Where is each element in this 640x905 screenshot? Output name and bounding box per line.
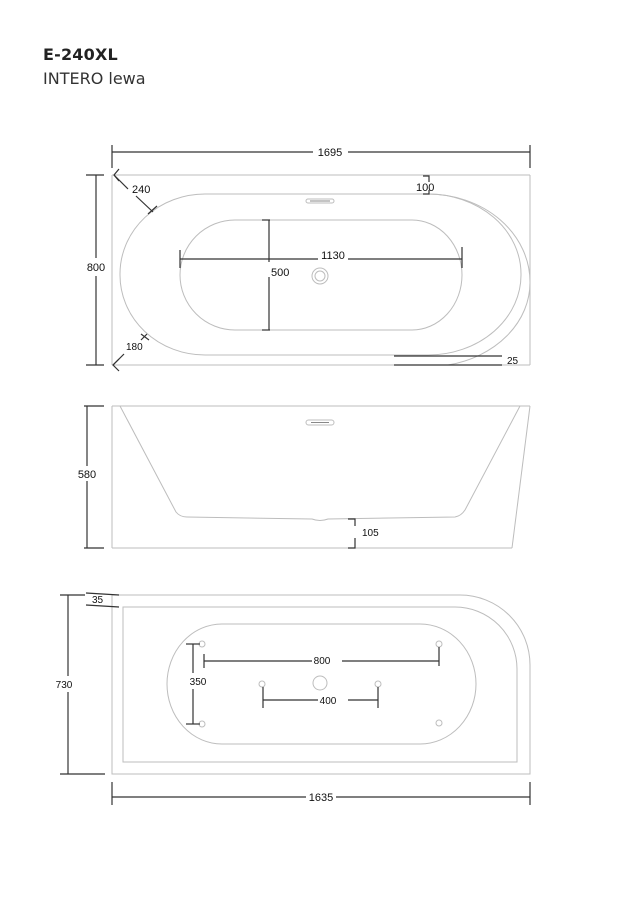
dim-inner-width: 500 — [271, 267, 289, 279]
dim-width: 800 — [87, 262, 105, 274]
overflow-icon — [305, 198, 335, 204]
dim-bottom-clearance: 105 — [362, 528, 379, 539]
side-view: 580 105 — [78, 405, 531, 549]
drain-icon — [311, 267, 329, 285]
dim-bottom-length: 1635 — [309, 792, 333, 804]
dim-radius-bottom: 180 — [126, 342, 143, 353]
drain-icon — [312, 675, 328, 691]
foot-icon — [374, 680, 382, 688]
model-subtitle: INTERO lewa — [43, 69, 146, 88]
dim-wall-offset: 35 — [92, 595, 104, 606]
dim-feet-long: 800 — [314, 656, 331, 667]
dim-bottom-width: 730 — [56, 680, 73, 691]
dim-radius-top: 240 — [132, 184, 150, 196]
dim-feet-short: 400 — [320, 696, 337, 707]
dim-height: 580 — [78, 469, 96, 481]
overflow-icon — [305, 419, 335, 426]
foot-icon — [435, 640, 443, 648]
dim-inner-length: 1130 — [321, 250, 345, 262]
foot-icon — [435, 719, 443, 727]
dim-rim-offset-bottom: 25 — [507, 356, 519, 367]
bottom-view: 730 35 350 800 400 1635 — [56, 592, 531, 805]
foot-icon — [258, 680, 266, 688]
dim-rim-offset-top: 100 — [416, 182, 434, 194]
dim-total-length: 1695 — [318, 147, 342, 159]
dim-feet-cross: 350 — [190, 677, 207, 688]
model-title: E-240XL — [43, 45, 118, 64]
top-view: 1695 800 240 180 100 25 1130 — [86, 145, 531, 372]
